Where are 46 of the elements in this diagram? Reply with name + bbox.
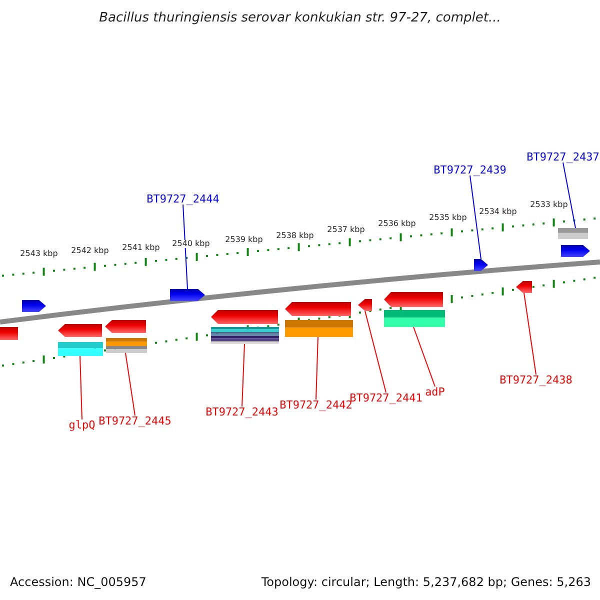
gene-label: BT9727_2439 <box>434 164 506 176</box>
scale-label: 2535 kbp <box>428 214 468 222</box>
gene-label: BT9727_2438 <box>500 374 572 386</box>
scale-label: 2537 kbp <box>326 226 366 234</box>
gene-feature <box>474 259 488 271</box>
gene-label: BT9727_2443 <box>206 406 278 418</box>
scale-label: 2540 kbp <box>171 240 211 248</box>
gene-feature <box>170 289 205 301</box>
gene-feature <box>384 292 445 327</box>
gene-feature <box>285 302 353 337</box>
leader-line <box>182 204 188 290</box>
gene-feature <box>58 324 103 356</box>
gene-feature <box>558 228 590 257</box>
leader-line <box>364 310 386 393</box>
gene-label: BT9727_2444 <box>146 194 220 204</box>
scale-label: 2536 kbp <box>377 220 417 228</box>
leader-line <box>413 326 436 387</box>
gene-label: BT9727_2437 <box>526 152 600 162</box>
gene-label: glpQ <box>68 420 96 430</box>
scale-label: 2539 kbp <box>224 236 264 244</box>
gene-feature <box>105 320 147 353</box>
gene-label: BT9727_2441 <box>350 392 422 404</box>
gene-feature <box>516 281 532 293</box>
leader-line <box>470 175 482 260</box>
scale-label: 2533 kbp <box>529 201 569 209</box>
title: Bacillus thuringiensis serovar konkukian str. 97-27, complet... <box>99 12 501 24</box>
leader-line <box>80 356 82 420</box>
gene-feature <box>211 310 279 344</box>
scale-label: 2534 kbp <box>478 208 518 216</box>
leader-line <box>562 162 576 228</box>
scale-label: 2543 kbp <box>19 250 59 258</box>
gene-label: BT9727_2442 <box>280 400 352 410</box>
accession-text: Accession: NC_005957 <box>10 576 146 588</box>
gene-feature <box>0 327 18 340</box>
leader-line <box>125 352 136 416</box>
leader-line <box>242 344 245 407</box>
leader-line <box>316 336 318 400</box>
gene-feature <box>358 299 372 311</box>
gene-feature <box>22 300 46 312</box>
scale-label: 2541 kbp <box>121 244 161 252</box>
gene-label: BT9727_2445 <box>98 416 172 426</box>
scale-label: 2538 kbp <box>275 232 315 240</box>
scale-label: 2542 kbp <box>70 247 110 255</box>
leader-line <box>524 292 536 375</box>
gene-label: adP <box>425 386 445 398</box>
summary-text: Topology: circular; Length: 5,237,682 bp; Genes: 5,263 <box>261 576 591 588</box>
